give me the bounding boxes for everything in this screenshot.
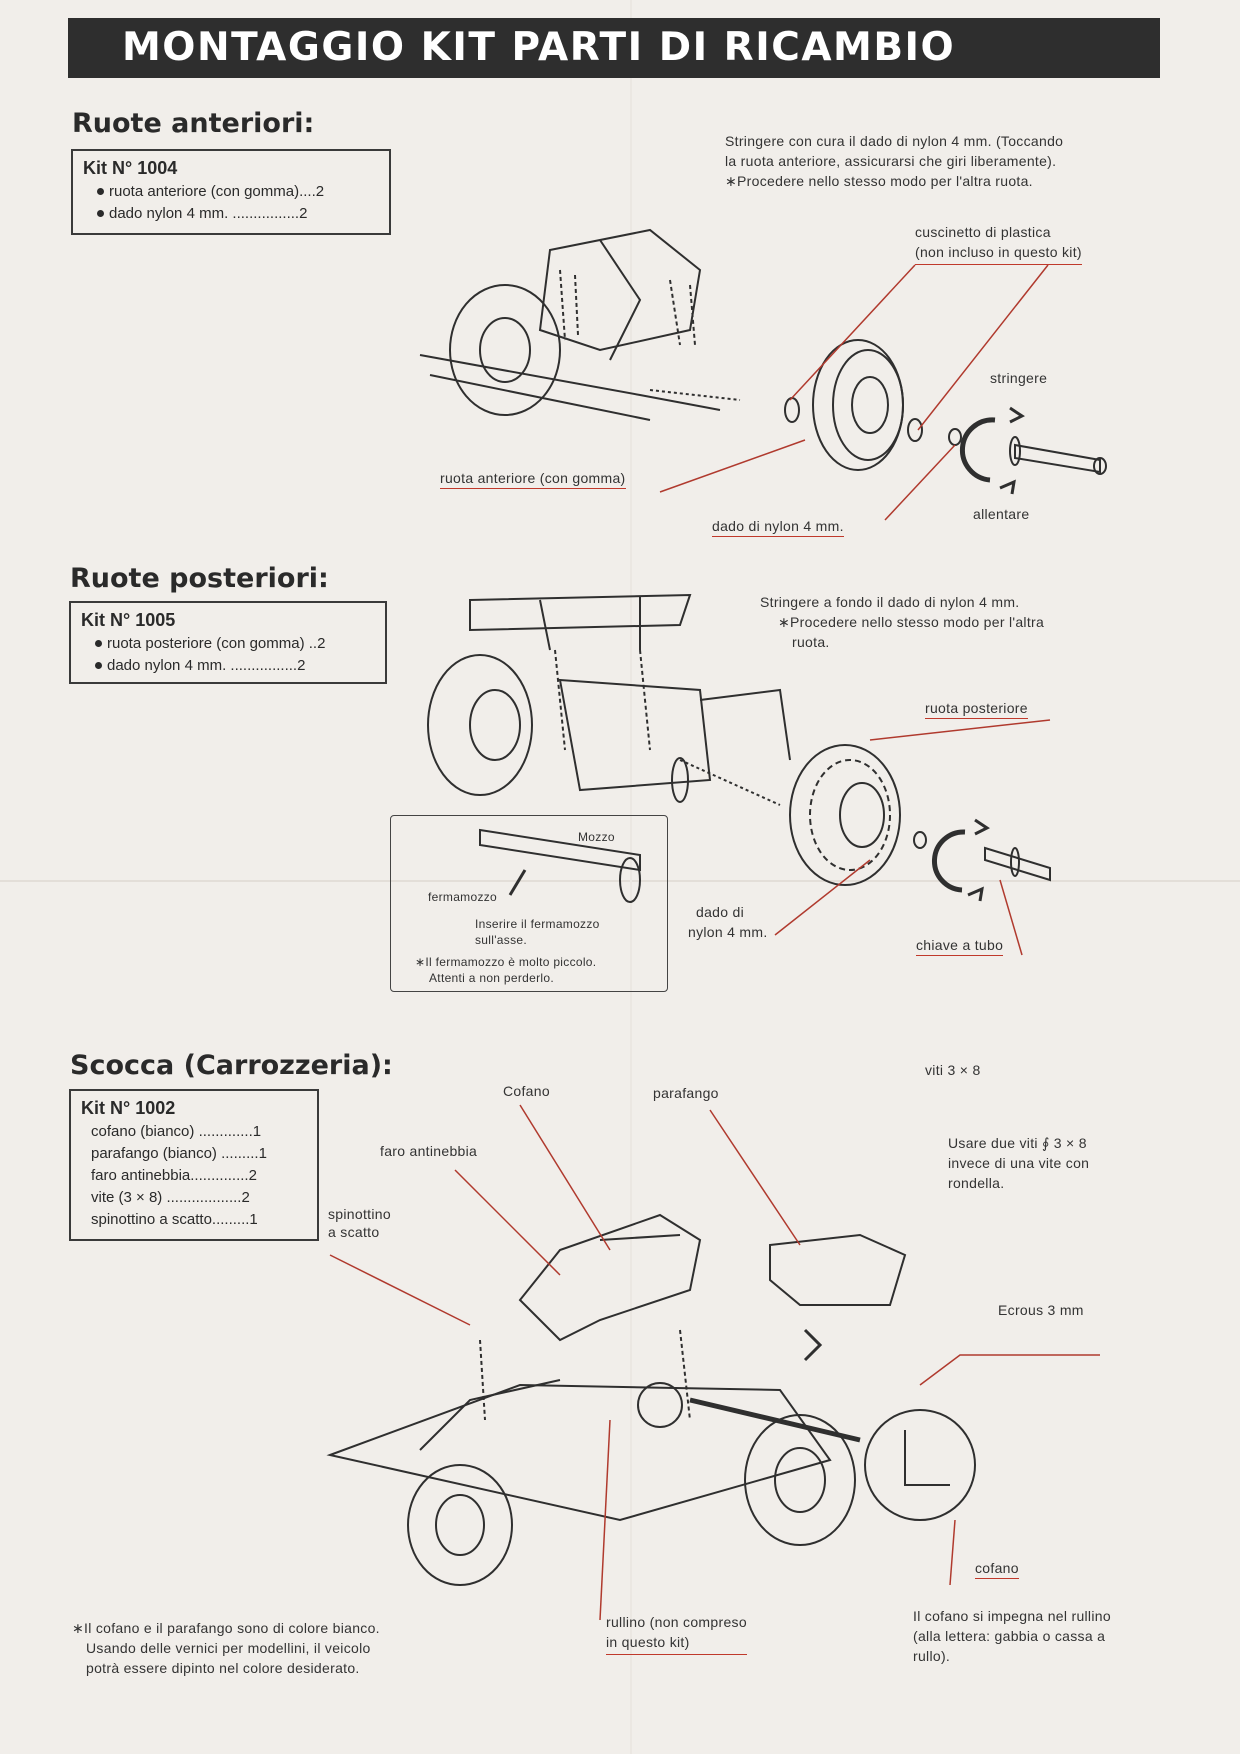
page-title: MONTAGGIO KIT PARTI DI RICAMBIO: [68, 18, 1160, 78]
body-kit-item: spinottino a scatto.........1: [91, 1211, 258, 1228]
screws-label: viti 3 × 8: [925, 1062, 981, 1078]
body-title: Scocca (Carrozzeria):: [70, 1050, 393, 1081]
hood-label: Cofano: [503, 1083, 550, 1099]
front-instruction: Stringere con cura il dado di nylon 4 mm…: [725, 133, 1064, 189]
front-kit-title: Kit N° 1004: [83, 158, 178, 178]
front-wheels-title: Ruote anteriori:: [72, 108, 315, 139]
snap-pin-label: spinottino a scatto: [328, 1206, 391, 1240]
socket-wrench-drawing: [931, 818, 1051, 902]
socket-wrench-label: chiave a tubo: [916, 937, 1004, 956]
screws-note: Usare due viti ∮ 3 × 8 invece di una vit…: [948, 1135, 1090, 1191]
hub-label: Mozzo: [578, 830, 615, 844]
body-kit-item: parafango (bianco) .........1: [91, 1145, 267, 1162]
body-buggy-drawing: [326, 1213, 976, 1586]
body-kit-item: faro antinebbia..............2: [91, 1167, 257, 1184]
front-kit-item: ruota anteriore (con gomma)....2: [83, 181, 379, 203]
insert-note: Inserire il fermamozzo sull'asse.: [475, 917, 600, 947]
rear-nut-label: dado di nylon 4 mm.: [688, 904, 768, 940]
rear-kit-title: Kit N° 1005: [81, 610, 176, 630]
hub-stop-label: fermamozzo: [428, 890, 498, 904]
front-buggy-drawing: [419, 228, 741, 421]
body-kit-box: Kit N° 1002 cofano (bianco) ............…: [69, 1089, 319, 1241]
rear-kit-box: Kit N° 1005 ruota posteriore (con gomma)…: [69, 601, 387, 684]
rear-instruction: Stringere a fondo il dado di nylon 4 mm.…: [760, 594, 1045, 650]
front-wheel-drawing: [784, 339, 962, 471]
fog-light-label: faro antinebbia: [380, 1143, 478, 1159]
rear-kit-item: dado nylon 4 mm. ................2: [81, 655, 375, 677]
tighten-label: stringere: [990, 370, 1048, 386]
nut-3mm-label: Ecrous 3 mm: [998, 1302, 1084, 1318]
rear-wheel-label: ruota posteriore: [925, 700, 1028, 719]
body-kit-item: vite (3 × 8) ..................2: [91, 1189, 250, 1206]
roller-note: Il cofano si impegna nel rullino (alla l…: [913, 1608, 1111, 1664]
paper-fold-vertical: [630, 0, 632, 1754]
rear-wheel-drawing: [789, 744, 927, 886]
rear-buggy-drawing: [427, 593, 791, 806]
front-wheel-label: ruota anteriore (con gomma): [440, 470, 626, 489]
front-nut-label: dado di nylon 4 mm.: [712, 518, 844, 537]
hub-detail-inset: [390, 815, 668, 992]
body-kit-title: Kit N° 1002: [81, 1098, 176, 1118]
rear-kit-item: ruota posteriore (con gomma) ..2: [81, 633, 375, 655]
front-kit-box: Kit N° 1004 ruota anteriore (con gomma).…: [71, 149, 391, 235]
body-kit-item: cofano (bianco) .............1: [91, 1123, 262, 1140]
body-footnote: ∗Il cofano e il parafango sono di colore…: [72, 1620, 380, 1676]
fender-label: parafango: [653, 1085, 719, 1101]
loosen-label: allentare: [973, 506, 1030, 522]
hub-inset-drawing: [479, 828, 641, 903]
front-kit-item: dado nylon 4 mm. ................2: [83, 203, 379, 225]
hub-stop-warning: ∗Il fermamozzo è molto piccolo. Attenti …: [415, 955, 597, 985]
hood-detail-label: cofano: [975, 1560, 1019, 1579]
wrench-drawing: [959, 406, 1107, 495]
rear-wheels-title: Ruote posteriori:: [70, 563, 329, 594]
roller-label: rullino (non compreso in questo kit): [606, 1612, 747, 1655]
bearing-label: cuscinetto di plastica (non incluso in q…: [915, 222, 1082, 265]
